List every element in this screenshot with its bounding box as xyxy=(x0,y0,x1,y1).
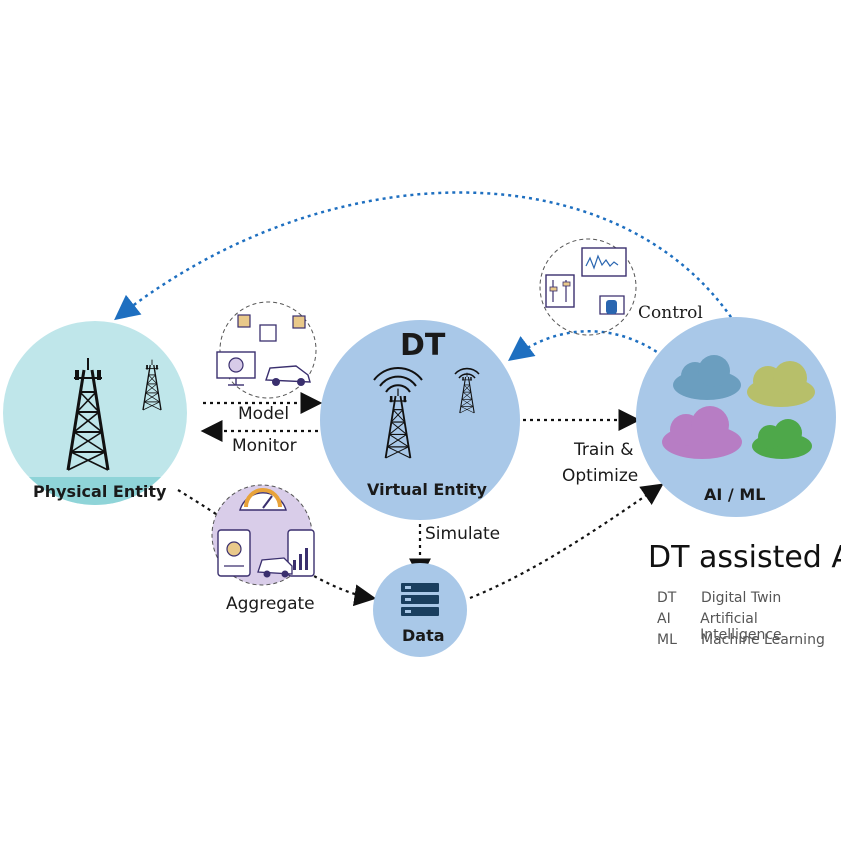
database-server-icon xyxy=(401,583,439,616)
aiml-label: AI / ML xyxy=(704,485,766,504)
virtual-entity-node xyxy=(320,320,520,520)
control-label: Control xyxy=(638,303,703,323)
optimize-label: Optimize xyxy=(562,466,639,486)
legend-item: AI Artificial Intelligence xyxy=(657,611,841,643)
legend-full: Artificial Intelligence xyxy=(700,611,782,643)
simulate-label: Simulate xyxy=(425,524,501,544)
modeling-icon xyxy=(216,301,317,399)
aiml-node xyxy=(636,317,836,517)
aggregate-icon xyxy=(211,484,315,586)
legend-abbr: DT xyxy=(657,590,677,606)
arrow-control xyxy=(507,330,669,361)
control-panel-icon xyxy=(539,238,637,336)
data-label: Data xyxy=(402,626,445,645)
virtual-entity-title: DT xyxy=(400,328,446,363)
diagram-title: DT assisted AI xyxy=(648,540,841,575)
legend: DT Digital Twin AI Artificial Intelligen… xyxy=(657,590,841,653)
legend-item: DT Digital Twin xyxy=(657,590,841,611)
train-label: Train & xyxy=(574,440,634,460)
arrow-feedback-physical xyxy=(114,191,737,324)
antenna-tower-icon xyxy=(373,367,480,459)
legend-full: Machine Learning xyxy=(701,632,825,648)
legend-abbr: AI xyxy=(657,611,671,627)
aggregate-label: Aggregate xyxy=(226,594,315,614)
monitor-label: Monitor xyxy=(232,436,297,456)
legend-abbr: ML xyxy=(657,632,677,648)
arrow-data-to-aiml xyxy=(469,483,664,600)
virtual-entity-label: Virtual Entity xyxy=(367,480,487,499)
cloud-icon xyxy=(662,355,815,459)
model-label: Model xyxy=(238,404,290,424)
physical-entity-node xyxy=(3,321,187,505)
data-node xyxy=(373,563,467,657)
legend-full: Digital Twin xyxy=(701,590,782,606)
legend-item: ML Machine Learning xyxy=(657,632,841,653)
physical-entity-label: Physical Entity xyxy=(33,482,167,501)
